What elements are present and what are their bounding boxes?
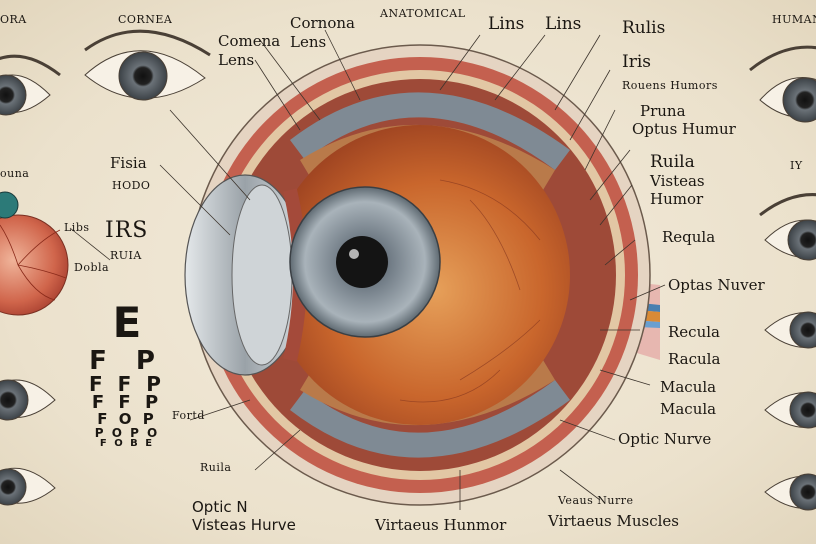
label-iris-right: Iris [622, 54, 651, 71]
label-pruna: Pruna [640, 104, 686, 119]
label-irs: IRS [105, 220, 148, 242]
eye-chart: E F P F F P F F P F O P P O P O F O B E [82, 302, 172, 449]
label-visteas-hurve: Visteas Hurve [192, 518, 296, 533]
thumb-eye-r5 [765, 474, 816, 510]
eye-chart-row-2: F P [82, 348, 172, 374]
eye-chart-row-3: F F P [82, 374, 172, 394]
label-ouna-left: ouna [0, 168, 29, 179]
label-humor-right: Humor [650, 192, 703, 207]
label-comena-lens: Comena Lens [218, 32, 288, 70]
label-visteas: Visteas [650, 174, 705, 189]
label-virtaeus-muscles: Virtaeus Muscles [548, 514, 679, 529]
label-rouens-humors: Rouens Humors [622, 80, 718, 91]
label-veaus-nurre: Veaus Nurre [558, 495, 633, 506]
label-cornona-lens: Cornona Lens [290, 14, 370, 52]
label-libs: Libs [64, 222, 90, 233]
eye-chart-row-1: E [82, 302, 172, 344]
thumb-eye-1 [0, 56, 60, 115]
label-macula-1: Macula [660, 380, 716, 395]
thumb-eye-r2 [760, 195, 816, 260]
label-virtaeus-hunmor: Virtaeus Hunmor [375, 518, 506, 533]
label-ruia: RUIA [110, 250, 142, 261]
main-eyeball [185, 45, 650, 505]
label-fisia: Fisia [110, 156, 147, 171]
thumb-eye-r1 [750, 47, 816, 122]
label-optic-nurve: Optic Nurve [618, 432, 711, 447]
thumb-eye-4 [0, 468, 55, 505]
eye-chart-row-7: F O B E [82, 439, 172, 449]
eye-chart-row-5: F O P [82, 412, 172, 427]
header-top-right: HUMAN [772, 14, 816, 25]
header-anatomical: ANATOMICAL [380, 8, 466, 19]
thumb-eye-r3 [765, 312, 816, 348]
label-iy-right: IY [790, 160, 803, 171]
label-racula: Racula [668, 352, 720, 367]
label-ruila: Ruila [650, 154, 695, 171]
label-optus-humur: Optus Humur [632, 122, 736, 137]
label-lins: Lins [488, 16, 524, 33]
label-hodo: HODO [112, 180, 150, 191]
thumb-eye-2 [85, 31, 210, 100]
label-fortd: Fortd [172, 410, 205, 421]
thumb-eye-3 [0, 380, 55, 420]
label-ruila-left: Ruila [200, 462, 231, 473]
label-optic-n: Optic N [192, 500, 248, 515]
label-optas-nuver: Optas Nuver [668, 278, 765, 293]
header-cornea: CORNEA [118, 14, 172, 25]
label-macula-2: Macula [660, 402, 716, 417]
label-dobla: Dobla [74, 262, 109, 273]
label-recula: Recula [668, 325, 720, 340]
label-lins-2: Lins [545, 16, 581, 33]
label-requla: Requla [662, 230, 715, 245]
label-rulis: Rulis [622, 20, 665, 37]
left-retina-disc [0, 192, 68, 315]
header-top-left: ORA [0, 14, 27, 25]
thumb-eye-r4 [765, 392, 816, 428]
